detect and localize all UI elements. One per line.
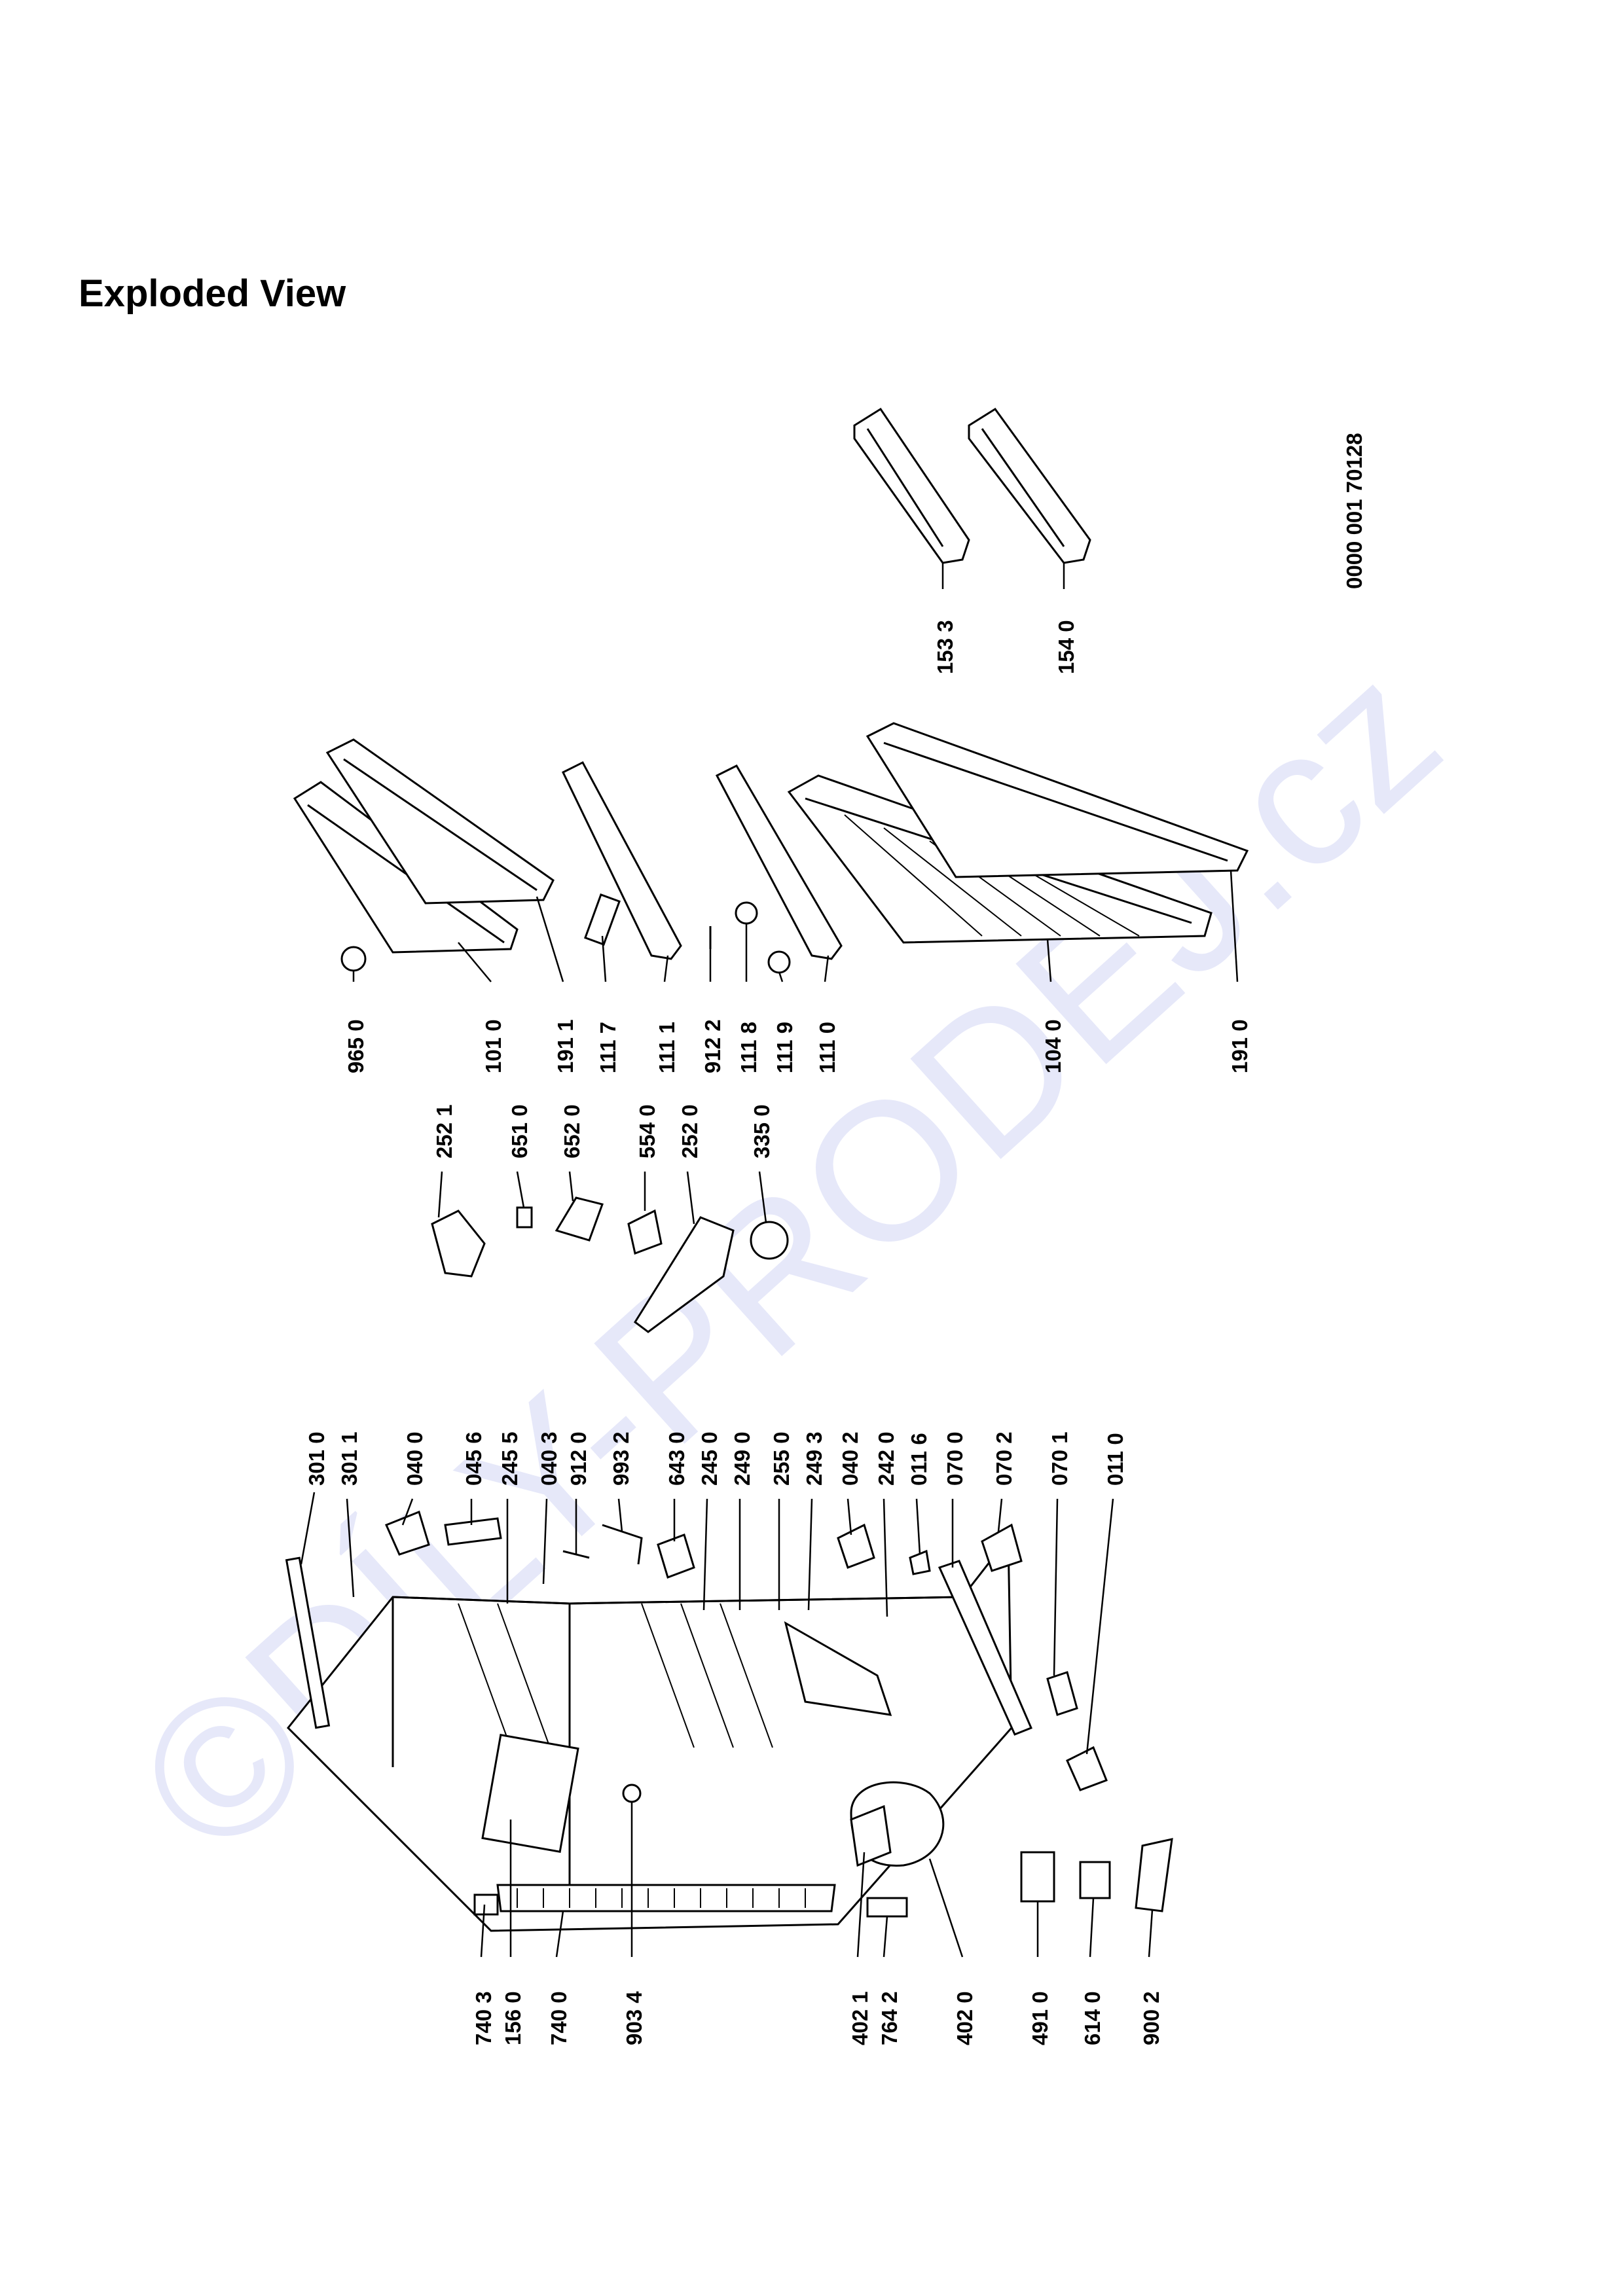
- label-643-0: 643 0: [665, 1431, 689, 1486]
- relay-402-1: [850, 1804, 892, 1867]
- page-title: Exploded View: [79, 272, 346, 315]
- label-111-1: 111 1: [655, 1022, 679, 1073]
- plug-965-0: [340, 946, 367, 972]
- label-652-0: 652 0: [560, 1104, 584, 1158]
- label-651-0: 651 0: [507, 1104, 532, 1158]
- label-245-0: 245 0: [697, 1431, 721, 1486]
- cap-111-9: [767, 950, 791, 974]
- label-111-7: 111 7: [596, 1022, 620, 1073]
- label-070-1: 070 1: [1048, 1431, 1072, 1486]
- label-154-0: 154 0: [1054, 620, 1078, 674]
- label-040-3: 040 3: [537, 1431, 561, 1486]
- label-191-1: 191 1: [553, 1019, 577, 1073]
- label-191-0: 191 0: [1228, 1019, 1252, 1073]
- label-070-0: 070 0: [943, 1431, 967, 1486]
- cable-900-2: [1135, 1838, 1173, 1912]
- sensor-993-2: [602, 1524, 643, 1565]
- hinge-070-1: [1046, 1671, 1078, 1716]
- label-614-0: 614 0: [1080, 1991, 1104, 2045]
- label-335-0: 335 0: [750, 1104, 774, 1158]
- evaporator-156-0: [481, 1734, 579, 1853]
- label-301-0: 301 0: [304, 1431, 329, 1486]
- label-011-0: 011 0: [1103, 1433, 1127, 1486]
- cabinet: [286, 1535, 1013, 1932]
- label-764-2: 764 2: [877, 1991, 902, 2045]
- freezer-lid-301-0: [285, 1556, 331, 1729]
- foot-011-6: [909, 1549, 931, 1575]
- foot-740-3: [473, 1893, 499, 1916]
- door-shelf-lower: [968, 407, 1091, 564]
- label-111-0: 111 0: [815, 1022, 839, 1073]
- label-301-1: 301 1: [337, 1431, 361, 1486]
- part-labels: 301 0 301 1 040 0 045 6 245 5 040 3 912 …: [304, 620, 1252, 2045]
- label-740-0: 740 0: [547, 1991, 571, 2045]
- drawing-number: 0000 001 70128: [1342, 433, 1366, 589]
- strip-111-7: [584, 893, 621, 946]
- foot-011-0: [1066, 1746, 1108, 1791]
- label-104-0: 104 0: [1041, 1019, 1065, 1073]
- label-245-5: 245 5: [498, 1431, 522, 1486]
- bracket-040-2: [837, 1523, 875, 1569]
- label-402-0: 402 0: [953, 1991, 977, 2045]
- bracket-040-0: [384, 1510, 430, 1556]
- cover-491-0: [1020, 1851, 1055, 1903]
- label-965-0: 965 0: [344, 1019, 368, 1073]
- bracket-764-2: [866, 1897, 908, 1918]
- label-402-1: 402 1: [848, 1991, 872, 2045]
- control-panel-252-0: [633, 1216, 735, 1333]
- label-740-3: 740 3: [471, 1991, 496, 2045]
- label-249-3: 249 3: [802, 1431, 826, 1486]
- label-900-2: 900 2: [1139, 1991, 1163, 2045]
- label-242-0: 242 0: [874, 1431, 898, 1486]
- label-040-2: 040 2: [838, 1431, 862, 1486]
- label-255-0: 255 0: [769, 1431, 793, 1486]
- hinge-bar-111-1: [562, 761, 682, 960]
- lamp-651-0: [516, 1206, 533, 1229]
- fridge-door-gasket-191-0: [866, 722, 1249, 878]
- label-111-9: 111 9: [773, 1022, 797, 1073]
- label-156-0: 156 0: [501, 1991, 525, 2045]
- label-554-0: 554 0: [635, 1104, 659, 1158]
- label-491-0: 491 0: [1028, 1991, 1052, 2045]
- door-shelf-upper: [853, 407, 970, 564]
- label-111-8: 111 8: [737, 1022, 761, 1073]
- pin-045-6: [444, 1517, 502, 1546]
- label-252-0: 252 0: [678, 1104, 702, 1158]
- freezer-door-gasket-191-1: [325, 738, 555, 905]
- label-011-6: 011 6: [907, 1433, 931, 1486]
- condenser-740-0: [496, 1884, 836, 1912]
- label-070-2: 070 2: [992, 1431, 1016, 1486]
- label-249-0: 249 0: [730, 1431, 754, 1486]
- label-101-0: 101 0: [481, 1019, 505, 1073]
- label-993-2: 993 2: [609, 1431, 633, 1486]
- label-912-2: 912 2: [701, 1019, 725, 1073]
- label-153-3: 153 3: [933, 620, 957, 674]
- bracket-643-0: [657, 1534, 695, 1579]
- knob-335-0: [750, 1221, 789, 1260]
- thermostat-housing-252-1: [431, 1210, 486, 1278]
- screw-903-4: [622, 1784, 642, 1803]
- spring-554-0: [627, 1209, 663, 1255]
- label-903-4: 903 4: [622, 1991, 646, 2045]
- cap-111-8: [735, 901, 758, 925]
- label-252-1: 252 1: [432, 1104, 456, 1158]
- label-045-6: 045 6: [462, 1431, 486, 1486]
- lamp-holder-652-0: [555, 1196, 604, 1242]
- hinge-070-2: [981, 1523, 1023, 1572]
- label-040-0: 040 0: [403, 1431, 427, 1486]
- leader-lines: [300, 563, 1239, 1958]
- switch-614-0: [1079, 1861, 1111, 1899]
- label-912-0: 912 0: [566, 1431, 591, 1486]
- hinge-bar-111-0: [715, 764, 843, 960]
